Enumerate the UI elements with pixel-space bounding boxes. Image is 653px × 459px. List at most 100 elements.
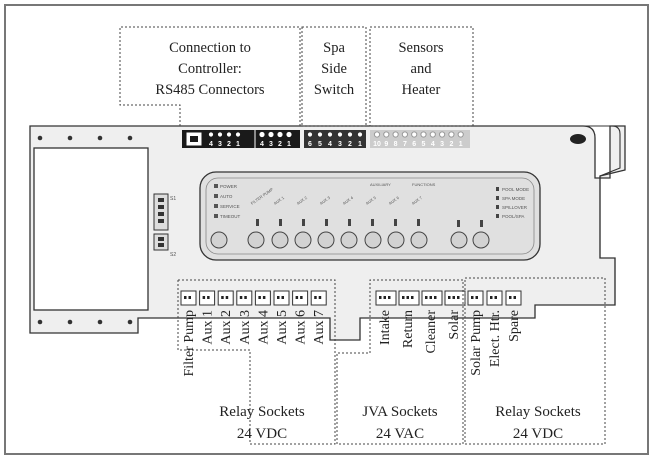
- terminal-screw: [392, 131, 399, 138]
- socket-pin: [239, 296, 243, 299]
- socket-label: Aux 6: [294, 310, 309, 345]
- terminal-screw: [411, 131, 418, 138]
- relay-led: [371, 219, 374, 226]
- panel-buttons: [210, 220, 490, 249]
- terminal-number: 7: [403, 141, 407, 148]
- group-label-auxiliary: AUXILIARY: [370, 182, 391, 187]
- terminal-screw: [326, 131, 334, 138]
- status-led: [214, 204, 218, 208]
- function-led: [480, 220, 483, 227]
- terminal-screw: [306, 131, 314, 138]
- socket-pin: [471, 296, 474, 299]
- callout-box-rs485: [119, 26, 301, 126]
- socket-label: Cleaner: [424, 310, 439, 354]
- panel-button[interactable]: [450, 231, 468, 249]
- socket-pin: [513, 296, 516, 299]
- panel-button[interactable]: [247, 231, 265, 249]
- relay-led: [325, 219, 328, 226]
- socket-pin: [295, 296, 299, 299]
- callout-text: Spa: [323, 40, 345, 56]
- panel-button[interactable]: [387, 231, 405, 249]
- panel-button[interactable]: [271, 231, 289, 249]
- callout-text: Side: [321, 61, 347, 77]
- callout-text: and: [411, 61, 433, 77]
- callout-text: Relay Sockets: [219, 404, 305, 420]
- terminal-number: 10: [373, 141, 381, 148]
- status-label: AUTO: [220, 194, 233, 199]
- terminal-screw: [268, 131, 274, 138]
- status-led: [214, 194, 218, 198]
- socket-pin: [207, 296, 210, 299]
- socket-label: Solar: [447, 310, 462, 340]
- terminal-number: 8: [394, 141, 398, 148]
- callout-text: 24 VAC: [376, 426, 424, 442]
- socket-pin: [429, 296, 432, 299]
- callout-text: 24 VDC: [513, 426, 563, 442]
- relay-sockets-left: [180, 290, 327, 306]
- socket-label: Aux 1: [201, 310, 216, 345]
- terminal-number: 4: [431, 141, 435, 148]
- dip-label-s1: S1: [170, 196, 176, 202]
- terminal-screw: [207, 131, 215, 138]
- jva-sockets: [375, 290, 466, 306]
- relay-led: [302, 219, 305, 226]
- callout-text: Heater: [402, 82, 441, 98]
- mode-led: [496, 205, 499, 209]
- terminal-screw: [336, 131, 344, 138]
- socket-pin: [490, 296, 493, 299]
- socket-pin: [406, 296, 409, 299]
- terminal-number: 9: [384, 141, 388, 148]
- terminal-number: 1: [287, 141, 291, 148]
- function-led: [457, 220, 460, 227]
- socket-pin: [258, 296, 261, 299]
- status-label: SERVICE: [220, 204, 240, 209]
- terminal-screw: [277, 131, 283, 138]
- panel-button[interactable]: [340, 231, 358, 249]
- panel-button[interactable]: [210, 231, 228, 249]
- terminal-number: 6: [412, 141, 416, 148]
- mount-slot: [570, 134, 586, 144]
- terminal-number: 4: [209, 141, 213, 148]
- terminal-screw: [259, 131, 265, 138]
- callout-text: JVA Sockets: [362, 404, 437, 420]
- panel-button[interactable]: [364, 231, 382, 249]
- display-window: [33, 147, 149, 311]
- socket-pin: [281, 296, 284, 299]
- socket-label: Return: [401, 310, 416, 348]
- terminal-number: 5: [318, 141, 322, 148]
- mode-led: [496, 196, 499, 200]
- terminal-number: 2: [348, 141, 352, 148]
- callout-text: Sensors: [398, 40, 443, 56]
- panel-button[interactable]: [294, 231, 312, 249]
- panel-button[interactable]: [317, 231, 335, 249]
- terminal-number: 3: [269, 141, 273, 148]
- panel-button[interactable]: [410, 231, 428, 249]
- callout-text: 24 VDC: [237, 426, 287, 442]
- socket-pin: [434, 296, 437, 299]
- socket-pin: [314, 296, 317, 299]
- socket-label: Aux 4: [256, 310, 271, 345]
- terminal-number: 5: [422, 141, 426, 148]
- callout-text: Connection to: [169, 40, 251, 56]
- socket-pin: [457, 296, 460, 299]
- socket-pin: [184, 296, 187, 299]
- mode-led: [496, 214, 499, 218]
- terminal-screw: [383, 131, 390, 138]
- socket-label: Aux 7: [312, 310, 327, 345]
- socket-pin: [388, 296, 391, 299]
- mounting-screws: [37, 135, 133, 325]
- socket-pin: [494, 296, 497, 299]
- panel-button[interactable]: [472, 231, 490, 249]
- socket-label: Aux 5: [275, 310, 290, 345]
- socket-pin: [244, 296, 247, 299]
- socket-pin: [225, 296, 229, 299]
- relay-indicator-label: AUX 1: [273, 195, 286, 206]
- socket-pin: [411, 296, 414, 299]
